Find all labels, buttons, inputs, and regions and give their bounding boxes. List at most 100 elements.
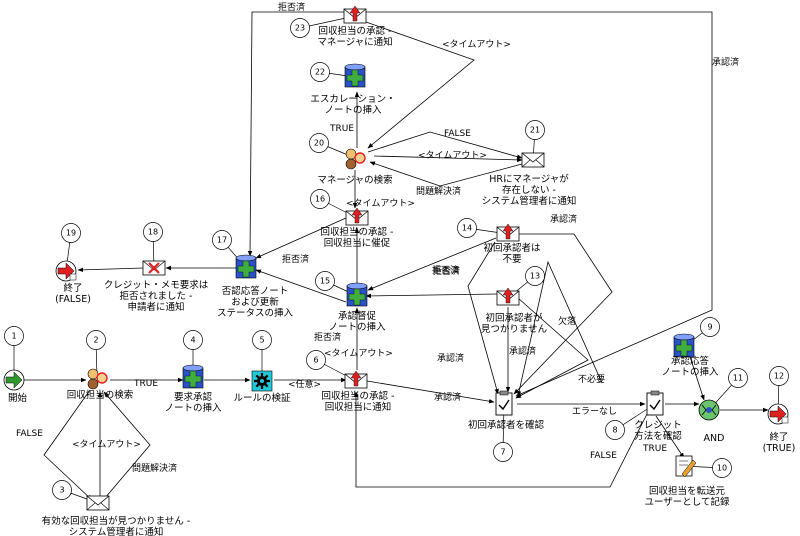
node-label-line: 回収担当に催促 <box>324 237 391 249</box>
node-label-line: 承認応答 <box>671 355 710 367</box>
edge-line <box>366 380 495 404</box>
step-number: 13 <box>530 272 540 281</box>
edge-e7: 問題解決済 <box>103 391 177 499</box>
edge-e2: TRUE <box>110 377 184 389</box>
edge-label: <タイムアウト> <box>324 348 393 359</box>
people-search-icon <box>87 368 108 390</box>
check-clipboard-icon <box>646 390 664 416</box>
step-number-circle <box>525 120 545 140</box>
edge-label: 承認済 <box>437 352 464 364</box>
node-n1[interactable]: 1開始 <box>3 326 28 405</box>
node-label-line: 終了 <box>63 282 82 294</box>
envelope-icon <box>521 152 545 168</box>
node-label: 初回承認者は不要 <box>483 242 541 265</box>
node-label-line: 要求承認 <box>174 391 213 403</box>
and-join-icon <box>698 399 720 421</box>
edge-e6: <タイムアウト> <box>72 391 141 498</box>
node-label: クレジット方法を確認 <box>634 420 682 442</box>
node-label: 有効な回収担当が見つかりません -システム管理者に通知 <box>42 515 191 536</box>
step-number: 15 <box>320 277 330 286</box>
rejection-envelope-icon <box>142 260 166 276</box>
node-label-line: 否認応答ノート <box>222 285 289 297</box>
node-label: ルールの検証 <box>233 392 291 404</box>
node-label-line: 初回承認者を確認 <box>468 419 545 431</box>
edge-label: TRUE <box>329 124 354 134</box>
edge-label: <タイムアウト> <box>418 150 487 161</box>
edge-line <box>255 269 347 303</box>
step-number: 11 <box>733 374 743 383</box>
step-number-circle <box>86 330 106 350</box>
database-icon <box>673 333 695 358</box>
edge-label: 承認済 <box>550 213 577 225</box>
edge-line <box>365 21 475 149</box>
rule-gear-icon <box>251 370 273 392</box>
step-number-circle <box>143 222 163 242</box>
edge-line <box>365 293 499 299</box>
step-number-circle <box>252 330 272 350</box>
edge-label: 拒否済 <box>282 253 309 265</box>
node-label-line: 承認督促 <box>338 310 377 322</box>
node-label-line: 初回承認者は <box>483 242 541 254</box>
edge-line <box>467 241 499 395</box>
step-number: 10 <box>717 464 727 473</box>
notification-icon <box>344 370 368 389</box>
node-label-line: クレジット・メモ要求は <box>104 279 209 291</box>
step-number-circle <box>61 223 81 243</box>
edge-label: TRUE <box>642 444 667 454</box>
node-label-line: 見つかりません <box>481 324 547 335</box>
step-number: 22 <box>315 68 325 77</box>
step-number-circle <box>212 230 232 250</box>
edge-e9: エラーなし <box>517 401 646 417</box>
node-label-line: 回収担当の承認 - <box>319 25 392 37</box>
edge-line <box>77 267 145 273</box>
node-label-line: ユーザーとして記録 <box>644 496 730 508</box>
node-label-line: クレジット <box>634 420 682 431</box>
node-n10[interactable]: 10 回収担当を転送元ユーザーとして記録 <box>644 455 732 508</box>
node-label-line: システム管理者に通知 <box>482 195 577 207</box>
start-icon <box>3 369 25 391</box>
node-label: 回収担当の検索 <box>67 389 134 401</box>
node-label: マネージャの検索 <box>317 174 392 186</box>
node-label-line: 存在しない - <box>502 184 556 196</box>
node-label: 回収担当を転送元ユーザーとして記録 <box>644 485 730 508</box>
node-label: 終了(FALSE) <box>55 282 91 305</box>
edge-e10: FALSE <box>353 391 648 488</box>
node-label-line: (FALSE) <box>55 294 91 305</box>
node-label-line: ステータスの挿入 <box>217 307 294 319</box>
edge-e4: <任意> <box>274 377 347 390</box>
edge-e34: 拒否済 <box>247 1 344 257</box>
node-label: 回収担当の承認 -マネージャに通知 <box>317 25 392 48</box>
step-number: 21 <box>530 126 540 135</box>
database-icon <box>235 254 257 279</box>
end-false-icon <box>55 260 77 282</box>
edge-line <box>247 11 344 257</box>
node-label-line: 申請者に通知 <box>127 301 184 313</box>
node-label-line: ノートの挿入 <box>661 366 719 378</box>
node-label-line: 有効な回収担当が見つかりません - <box>42 515 191 527</box>
edge-label: 承認済 <box>509 345 536 357</box>
edge-e28: TRUE <box>329 124 358 209</box>
node-label: クレジット・メモ要求は拒否されました -申請者に通知 <box>104 279 209 313</box>
